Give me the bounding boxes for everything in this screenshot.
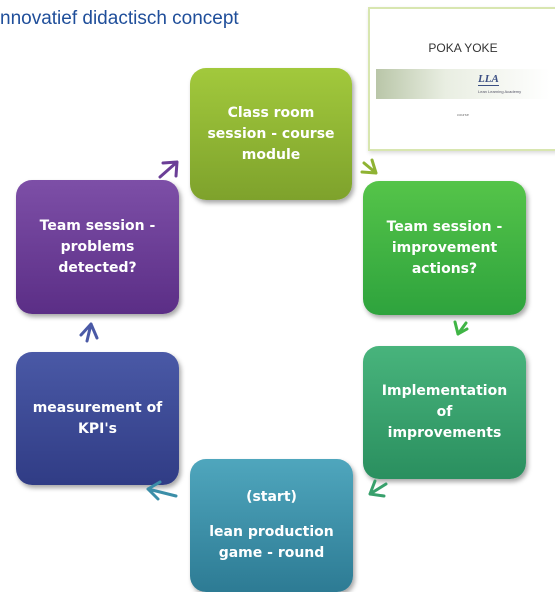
step-line: improvement (391, 239, 498, 256)
cycle-step-team-problems: Team session - problems detected? (16, 180, 179, 314)
arrow-down-left-icon (368, 479, 388, 498)
step-line: problems (60, 238, 135, 255)
step-line: Team session - (386, 218, 503, 235)
step-line: KPI's (78, 420, 117, 437)
step-line: Implementation (381, 383, 508, 399)
step-line: module (241, 146, 301, 163)
poka-yoke-slide-thumbnail: POKA YOKE LLA Lean Learning Academy cour… (368, 7, 555, 151)
step-line: Class room (227, 104, 315, 121)
cycle-step-team-improvement: Team session - improvement actions? (363, 181, 526, 315)
cycle-step-game-round: (start) lean production game - round (190, 459, 353, 592)
arrow-up-right-icon (158, 160, 179, 179)
slide-banner (376, 69, 550, 99)
arrow-left-icon (146, 480, 178, 501)
step-line: detected? (58, 259, 137, 276)
cycle-step-implementation: Implementation of improvements (363, 346, 526, 479)
slide-title: POKA YOKE (428, 41, 498, 55)
step-line: (start) (246, 489, 297, 505)
lla-logo: LLA (478, 73, 499, 86)
step-line: measurement of (32, 399, 163, 416)
lla-logo-subtitle: Lean Learning Academy (478, 89, 522, 94)
step-line: session - course (207, 125, 335, 142)
arrow-down-right-icon (360, 158, 378, 175)
step-line: Team session - (39, 217, 156, 234)
arrow-down-icon (453, 320, 469, 336)
cycle-step-measurement: measurement of KPI's (16, 352, 179, 485)
cycle-step-classroom-session: Class room session - course module (190, 68, 352, 200)
slide-footer: course (456, 112, 469, 117)
page-title: nnovatief didactisch concept (0, 8, 239, 29)
step-line: actions? (411, 260, 478, 277)
step-line: improvements (387, 425, 502, 441)
step-line: lean production (209, 524, 334, 540)
step-line: game - round (218, 545, 325, 561)
arrow-up-icon (79, 322, 99, 343)
step-line: of (436, 404, 453, 420)
